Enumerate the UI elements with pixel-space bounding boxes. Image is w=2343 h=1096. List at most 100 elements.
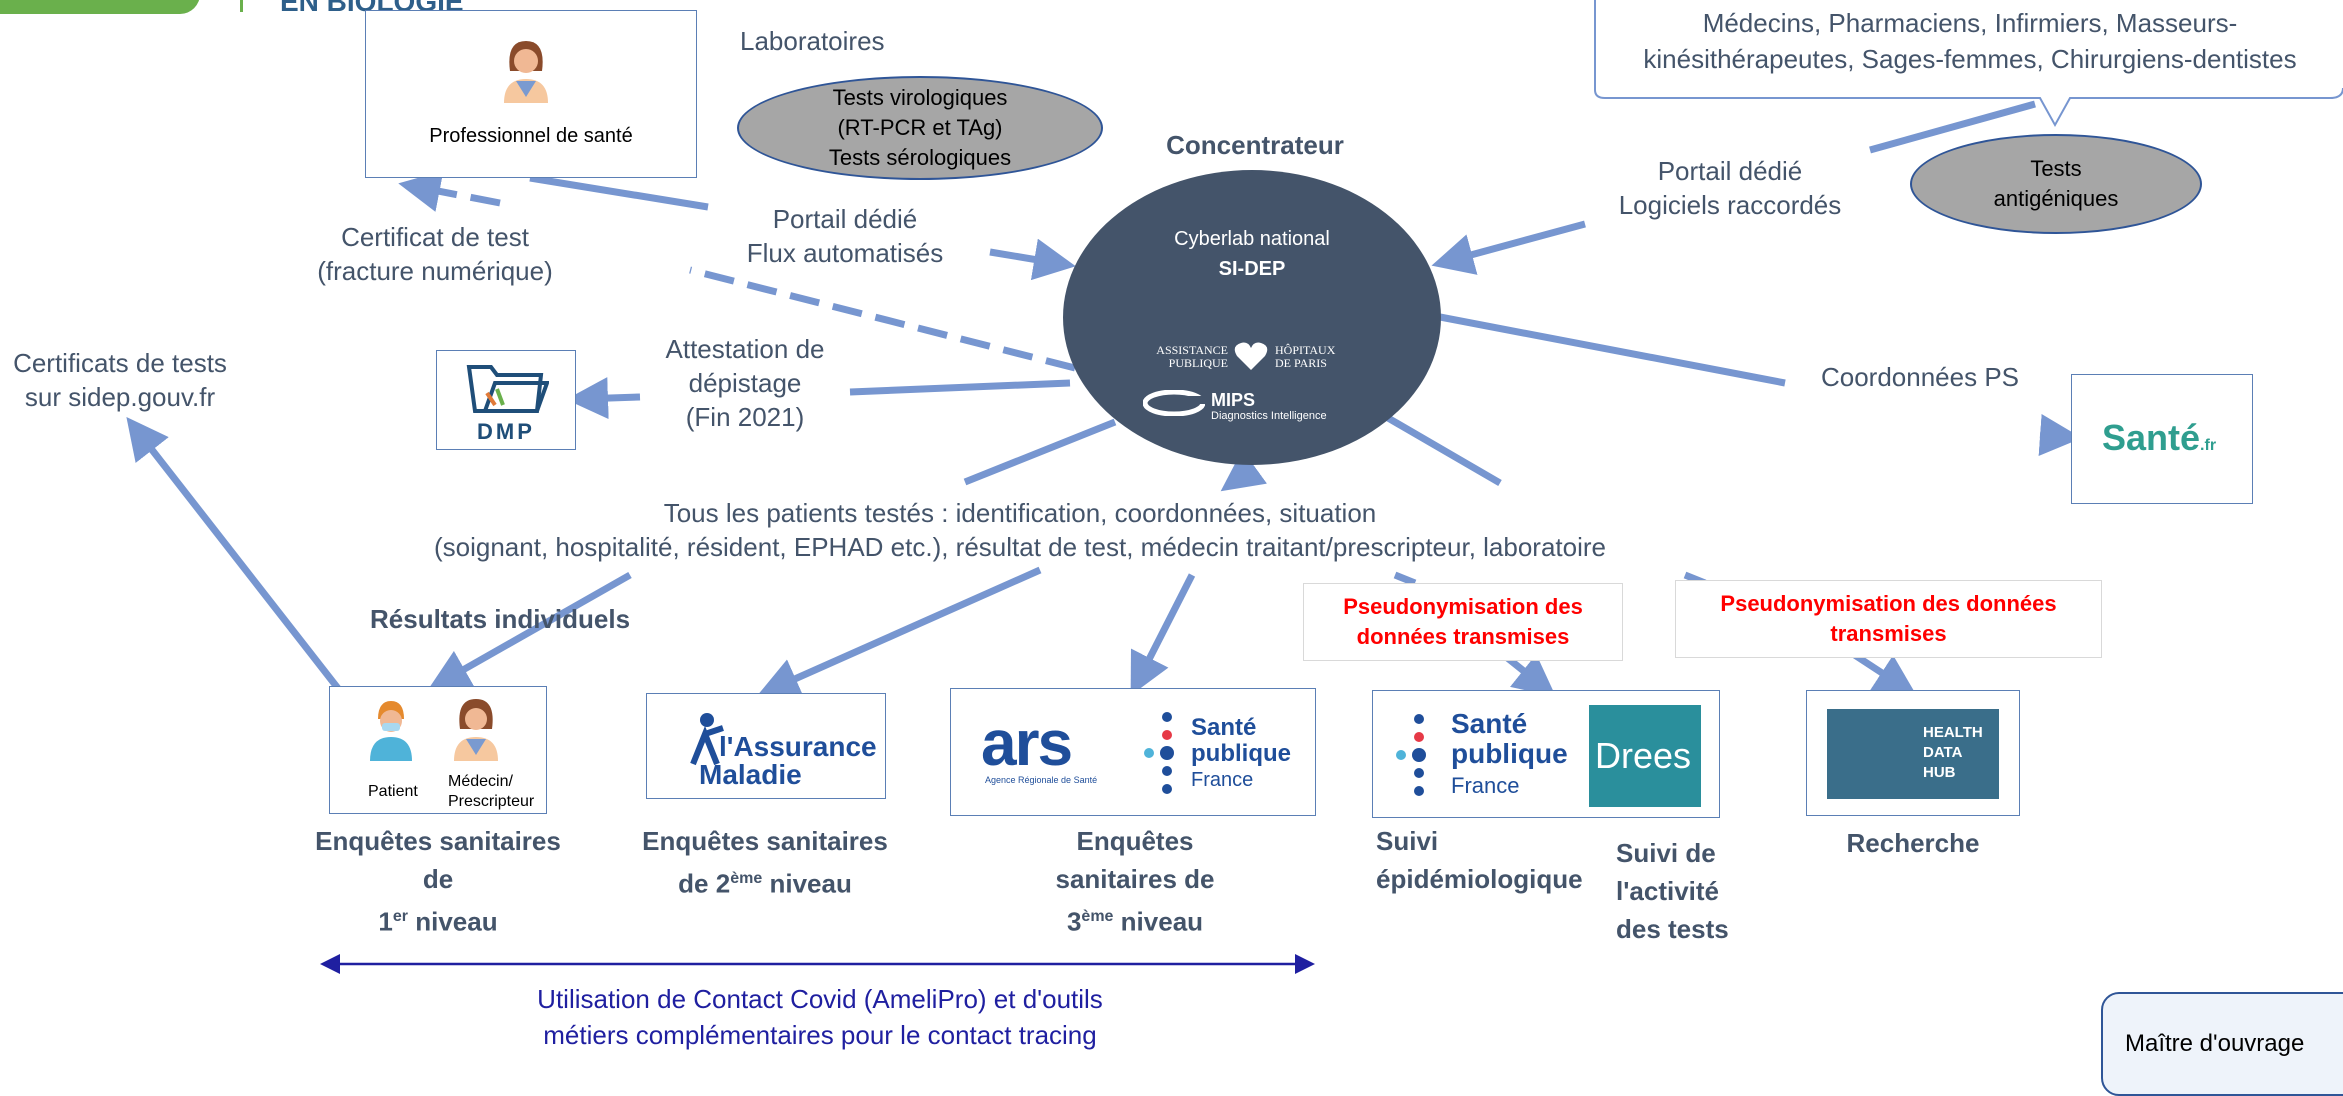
level1-caption-3-pre: 1 (378, 906, 393, 937)
health-data-hub-logo: HEALTH DATA HUB (1827, 709, 1999, 799)
drees-logo: Drees (1589, 705, 1701, 807)
level1-caption-3-sup: er (392, 908, 408, 925)
level3-caption-3-sup: ème (1081, 908, 1114, 925)
attestation-line2: dépistage (688, 368, 802, 398)
ars-sub: Agence Régionale de Santé (985, 775, 1098, 785)
level3-caption-2: sanitaires de (1055, 864, 1215, 894)
level3-box: ars Agence Régionale de Santé Santé publ… (950, 688, 1316, 816)
sante-fr-label: Santé.fr (2102, 417, 2216, 459)
certificats-web-line2: sur sidep.gouv.fr (24, 382, 216, 412)
mips-sub: Diagnostics Intelligence (1211, 410, 1327, 422)
level1-caption-3: 1er niveau (298, 900, 578, 939)
attestation-line3: (Fin 2021) (685, 402, 805, 432)
pseudo-right-line2: transmises (1830, 621, 1947, 646)
pseudo-left-box: Pseudonymisation des données transmises (1303, 583, 1623, 661)
level3-caption-1: Enquêtes (1076, 826, 1194, 856)
spf-logo-3: France (1191, 769, 1254, 791)
assurance-logo-2: Maladie (699, 759, 802, 790)
connector-arrows (126, 0, 2343, 974)
level3-caption-3-post: niveau (1113, 906, 1204, 937)
patients-line1: Tous les patients testés : identificatio… (300, 496, 1740, 530)
health-data-hub-label: HEALTH DATA HUB (1923, 724, 1983, 781)
mips-label: MIPS (1211, 390, 1256, 410)
coordonnees-label: Coordonnées PS (1820, 362, 2020, 392)
resultats-label: Résultats individuels (370, 604, 631, 634)
level3-caption-3-pre: 3 (1066, 906, 1082, 937)
pseudo-right-box: Pseudonymisation des données transmises (1675, 580, 2102, 658)
professionnel-label: Professionnel de santé (429, 125, 633, 147)
cyberlab-label: Cyberlab national (1174, 228, 1330, 250)
suivi-caption-left-1: Suivi (1376, 826, 1439, 856)
pseudo-left-line1: Pseudonymisation des (1343, 594, 1583, 619)
medecin-label-2: Prescripteur (448, 793, 535, 810)
professionnel-box: Professionnel de santé (365, 10, 697, 178)
portail-right-1: Portail dédié (1657, 156, 1803, 186)
assurance-maladie-icon (687, 710, 727, 766)
suivi-caption-right-1: Suivi de (1616, 838, 1716, 868)
suivi-caption-right-3: des tests (1616, 914, 1729, 944)
sidep-label: SI-DEP (1218, 258, 1286, 280)
patient-label: Patient (368, 783, 418, 800)
labs-ellipse: Tests virologiques (RT-PCR et TAg) Tests… (737, 76, 1103, 180)
suivi-caption-right-2: l'activité (1616, 876, 1720, 906)
portail-left-1: Portail dédié (772, 204, 918, 234)
maitre-label: Maître d'ouvrage (2125, 1030, 2305, 1057)
suivi-spf-1: Santé (1451, 708, 1528, 739)
level2-caption-1: Enquêtes sanitaires (642, 826, 888, 856)
recherche-caption: Recherche (1846, 828, 1980, 858)
mips-icon (1142, 389, 1206, 417)
suivi-spf-2: publique (1451, 738, 1568, 769)
assurance-logo-1: l'Assurance (719, 731, 877, 762)
sante-fr-text: Santé (2102, 417, 2201, 458)
folder-icon (465, 359, 550, 415)
pseudo-right-line1: Pseudonymisation des données (1720, 591, 2057, 616)
labs-ellipse-line1: Tests virologiques (832, 85, 1008, 110)
level2-box: l'Assurance Maladie (646, 693, 886, 799)
logo-fragment: EN BIOLOGIE (0, 0, 464, 20)
top-right-line2: kinésithérapeutes, Sages-femmes, Chirurg… (1643, 44, 2297, 74)
level2-caption-2-sup: ème (730, 870, 763, 887)
maitre-box: Maître d'ouvrage (2101, 992, 2343, 1096)
certificat-line1: Certificat de test (341, 222, 529, 252)
spf-logo-2: publique (1191, 740, 1291, 767)
aphp-left: ASSISTANCE PUBLIQUE (1156, 343, 1228, 370)
medecin-label-1: Médecin/ (448, 773, 513, 790)
level1-box: Patient Médecin/ Prescripteur (329, 686, 547, 814)
spf-dots-icon-2 (1389, 711, 1439, 799)
level1-caption-1: Enquêtes sanitaires (315, 826, 561, 856)
patient-icon (366, 699, 416, 761)
sante-fr-suffix: .fr (2200, 437, 2217, 454)
logo-divider (240, 0, 243, 12)
recherche-box: HEALTH DATA HUB (1806, 690, 2020, 816)
labs-ellipse-line3: Tests sérologiques (828, 145, 1012, 170)
antigenic-ellipse: Tests antigéniques (1910, 134, 2202, 234)
drees-label: Drees (1595, 735, 1692, 776)
certificat-line2: (fracture numérique) (317, 256, 553, 286)
level3-caption-3: 3ème niveau (1000, 900, 1270, 939)
suivi-spf-3: France (1451, 773, 1520, 798)
portail-left-2: Flux automatisés (746, 238, 944, 268)
patients-line2: (soignant, hospitalité, résident, EPHAD … (300, 530, 1740, 564)
level1-caption-2: de (422, 864, 454, 894)
logo-shape (0, 0, 200, 14)
labs-ellipse-line2: (RT-PCR et TAg) (837, 115, 1003, 140)
attestation-line1: Attestation de (665, 334, 825, 364)
suivi-box: Santé publique France Drees (1372, 690, 1720, 818)
sante-fr-box[interactable]: Santé.fr (2071, 374, 2253, 504)
labs-title: Laboratoires (740, 26, 885, 56)
ars-logo: ars (981, 707, 1073, 779)
aphp-heart-icon (1234, 340, 1268, 372)
spf-logo-1: Santé (1191, 714, 1257, 741)
concentrateur-title: Concentrateur (1166, 130, 1344, 160)
doctor-icon (496, 37, 556, 105)
pseudo-left-line2: données transmises (1356, 624, 1570, 649)
contact-tracing-line1: Utilisation de Contact Covid (AmeliPro) … (537, 984, 1103, 1014)
top-right-line1: Médecins, Pharmaciens, Infirmiers, Masse… (1702, 8, 2238, 38)
antigenic-line2: antigéniques (1993, 186, 2119, 211)
aphp-right: HÔPITAUX DE PARIS (1275, 343, 1336, 370)
suivi-caption-left-2: épidémiologique (1376, 864, 1583, 894)
portail-right-2: Logiciels raccordés (1618, 190, 1842, 220)
dmp-box[interactable]: DMP (436, 350, 576, 450)
certificats-web-line1: Certificats de tests (13, 348, 227, 378)
contact-tracing-line2: métiers complémentaires pour le contact … (543, 1020, 1097, 1050)
